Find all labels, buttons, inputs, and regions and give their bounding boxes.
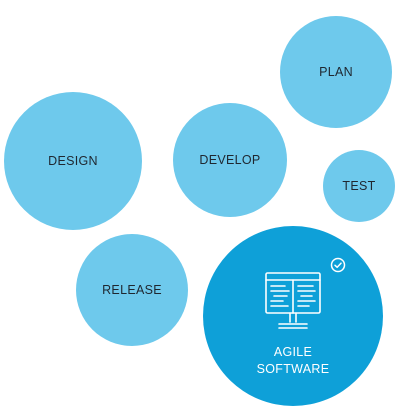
bubble-test: TEST bbox=[323, 150, 395, 222]
bubble-test-label: TEST bbox=[342, 179, 376, 193]
bubble-plan-label: PLAN bbox=[319, 65, 353, 79]
bubble-release-label: RELEASE bbox=[102, 283, 162, 297]
bubble-develop-label: DEVELOP bbox=[199, 153, 261, 167]
bubble-agile-label-line2: SOFTWARE bbox=[256, 362, 330, 376]
bubble-agile-label: AGILE SOFTWARE bbox=[257, 344, 330, 378]
bubble-design-label: DESIGN bbox=[48, 154, 98, 168]
bubble-plan: PLAN bbox=[280, 16, 392, 128]
bubble-develop: DEVELOP bbox=[173, 103, 287, 217]
code-monitor-icon bbox=[265, 272, 321, 329]
bubble-design: DESIGN bbox=[4, 92, 142, 230]
check-circle-icon bbox=[330, 257, 346, 273]
bubble-release: RELEASE bbox=[76, 234, 188, 346]
bubble-agile-software: AGILE SOFTWARE bbox=[203, 226, 383, 406]
bubble-agile-label-line1: AGILE bbox=[273, 345, 313, 359]
